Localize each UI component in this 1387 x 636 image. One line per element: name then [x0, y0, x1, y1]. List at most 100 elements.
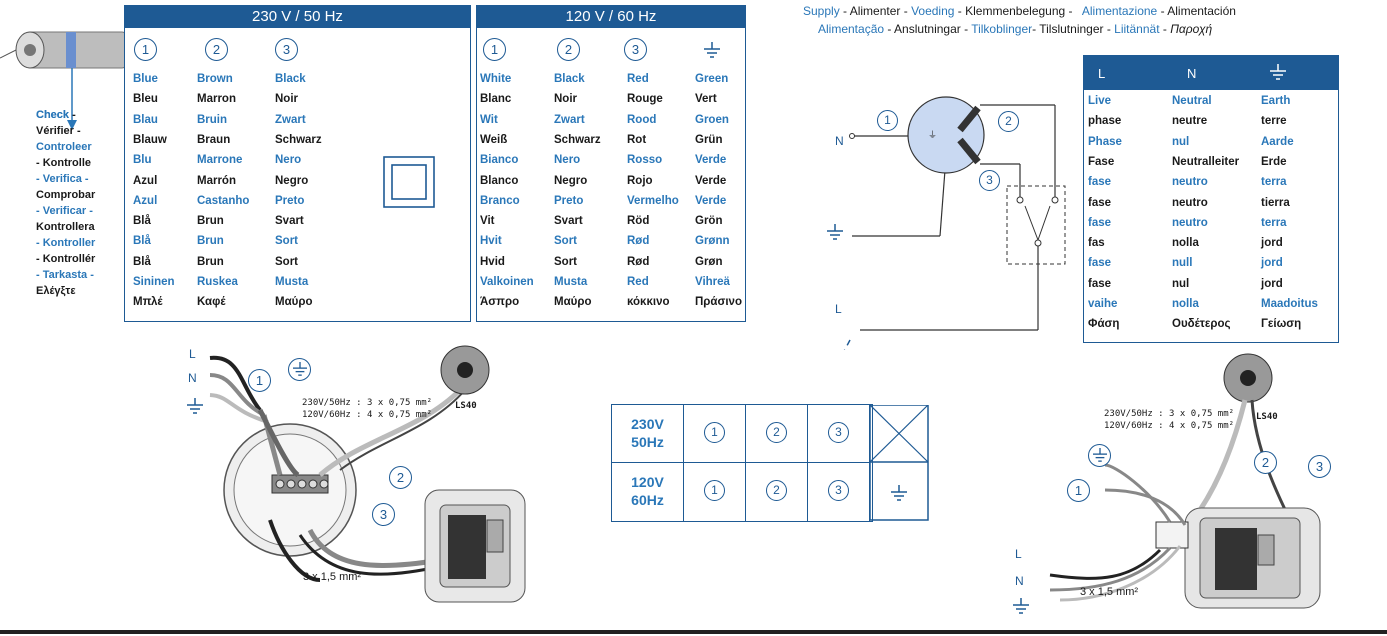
lne-cell: Maadoitus	[1261, 298, 1318, 310]
cell-120-3: 3	[808, 463, 870, 521]
table120-cell: Verde	[695, 154, 727, 167]
right-wire-3: 3	[1308, 455, 1331, 478]
supply-title-line2: Alimentação - Anslutningar - Tilkoblinge…	[818, 22, 1212, 36]
schematic-wire-2: 2	[998, 111, 1019, 132]
table230-cell: Noir	[275, 93, 298, 106]
wire-number-1: 1	[134, 38, 157, 61]
table230-cell: Blå	[133, 235, 151, 248]
left-wire-1: 1	[248, 369, 271, 392]
lne-cell: phase	[1088, 115, 1122, 128]
schematic-earth-icon	[827, 224, 843, 240]
lne-cell: Live	[1088, 95, 1112, 107]
table230-cell: Zwart	[275, 113, 306, 126]
left-wire-2: 2	[389, 466, 412, 489]
table120-cell: Svart	[554, 215, 583, 228]
table120-cell: Groen	[695, 113, 729, 126]
schematic-n-label: N	[835, 134, 844, 148]
table120-cell: Negro	[554, 174, 588, 187]
table120-cell: Black	[554, 73, 585, 85]
table230-cell: Ruskea	[197, 276, 238, 288]
table120-cell: Green	[695, 73, 729, 85]
table230-cell: Black	[275, 73, 306, 85]
table230-cell: Svart	[275, 215, 304, 228]
table120-cell: Rød	[627, 235, 650, 248]
table120-cell: Wit	[480, 113, 498, 126]
lne-cell: fase	[1088, 196, 1112, 209]
schematic-l-label: L	[835, 302, 842, 316]
wire-number-2: 2	[557, 38, 580, 61]
lne-cell: fase	[1088, 257, 1112, 270]
lne-cell: jord	[1261, 237, 1283, 250]
table230-cell: Blue	[133, 73, 158, 85]
right-l-label: L	[1015, 547, 1022, 561]
schematic-wire-3: 3	[979, 170, 1000, 191]
lne-cell: neutro	[1172, 216, 1208, 229]
lne-cell: Φάση	[1088, 318, 1120, 331]
table230-cell: Marrón	[197, 174, 236, 187]
table120-cell: Rot	[627, 133, 647, 146]
left-l-label: L	[189, 347, 196, 361]
right-wire-1: 1	[1067, 479, 1090, 502]
table120-cell: Grün	[695, 133, 723, 146]
table230-cell: Marron	[197, 93, 236, 106]
table230-cell: Bruin	[197, 113, 228, 126]
table230-cell: Bleu	[133, 93, 158, 106]
left-cable-spec-120: 120V/60Hz : 4 x 0,75 mm²	[302, 410, 433, 420]
table230-cell: Azul	[133, 194, 158, 207]
table120-cell: Blanc	[480, 93, 512, 106]
supply-text-segment: Παροχή	[1170, 22, 1213, 36]
table120-cell: White	[480, 73, 512, 85]
table120-cell: Hvid	[480, 255, 505, 268]
wiring-schematic: ⏚	[843, 96, 1066, 350]
lne-cell: terra	[1261, 216, 1287, 229]
table120-cell: κόκκινο	[627, 296, 670, 309]
table230-cell: Brown	[197, 73, 233, 85]
table120-cell: Hvit	[480, 235, 502, 248]
lne-cell: fase	[1088, 216, 1112, 229]
supply-text-segment: Alimentação	[818, 22, 885, 36]
table120-cell: Vit	[480, 215, 495, 228]
motor-tube-illustration	[0, 31, 125, 130]
table230-cell: Azul	[133, 174, 158, 187]
lne-cell: jord	[1261, 277, 1283, 290]
supply-text-segment: - Alimenter -	[839, 4, 912, 18]
table230-cell: Sort	[275, 255, 298, 268]
table120-cell: Rojo	[627, 174, 653, 187]
cell-230-1: 1	[684, 405, 746, 463]
header-l: L	[1098, 66, 1106, 81]
right-switch-cable-label: 3 x 1,5 mm²	[1080, 586, 1139, 598]
supply-title-line1: Supply - Alimenter - Voeding - Klemmenbe…	[803, 4, 1236, 18]
table120-cell: Άσπρο	[480, 296, 520, 309]
earth-icon	[704, 42, 720, 58]
svg-text:⏚: ⏚	[928, 130, 937, 141]
supply-text-segment: Tilkoblinger	[971, 22, 1033, 36]
right-earth-icon	[1013, 598, 1029, 614]
table230-cell: Nero	[275, 154, 302, 167]
table230-cell: Braun	[197, 133, 231, 146]
table120-cell: Grøn	[695, 255, 723, 268]
left-earth-icon	[187, 398, 203, 414]
lne-cell: fase	[1088, 277, 1112, 290]
supply-text-segment: Voeding	[911, 4, 955, 18]
supply-text-segment: - Klemmenbelegung -	[954, 4, 1082, 18]
table230-cell: Μπλέ	[133, 296, 163, 309]
supply-text-segment: Supply	[803, 4, 840, 18]
check-verify-list: Check	[36, 109, 70, 121]
lne-cell: tierra	[1261, 196, 1290, 209]
table230-cell: Καφέ	[197, 296, 226, 309]
right-wire-2: 2	[1254, 451, 1277, 474]
supply-text-segment: Alimentazione	[1081, 4, 1158, 18]
lne-cell: Aarde	[1261, 135, 1294, 148]
lne-cell: neutre	[1172, 115, 1208, 128]
supply-text-segment: Liitännät	[1114, 22, 1160, 36]
table120-cell: Preto	[554, 194, 584, 207]
lne-cell: Phase	[1088, 135, 1122, 148]
supply-text-segment: - Alimentación	[1157, 4, 1236, 18]
table230-cell: Blu	[133, 154, 152, 167]
table230-cell: Blå	[133, 255, 151, 268]
table230-cell: Musta	[275, 276, 309, 288]
table120-cell: Valkoinen	[480, 276, 534, 288]
